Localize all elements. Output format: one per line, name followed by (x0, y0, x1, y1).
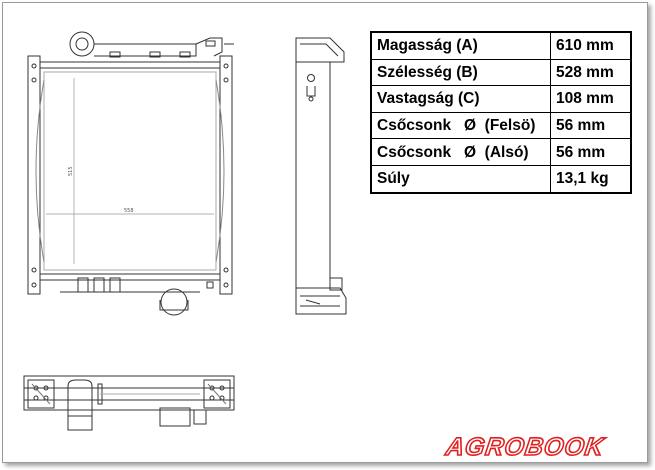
table-row: Magasság (A) 610 mm (370, 31, 632, 60)
top-inlet-pipe (69, 31, 95, 57)
side-view (295, 37, 347, 315)
specifications-table: Magasság (A) 610 mm Szélesség (B) 528 mm… (370, 31, 632, 194)
left-side-bracket (27, 55, 41, 295)
spec-value-lower-pipe: 56 mm (550, 138, 632, 166)
table-row: Csőcsonk Ø (Alsó) 56 mm (370, 138, 632, 166)
spec-value-width: 528 mm (550, 58, 632, 87)
spec-label-upper-pipe: Csőcsonk Ø (Felsö) (370, 111, 551, 140)
bottom-view (23, 375, 235, 431)
width-dimension-label: 558 (124, 208, 134, 214)
radiator-core (39, 67, 221, 275)
table-row: Súly 13,1 kg (370, 164, 632, 194)
front-view: 515 558 (27, 31, 234, 316)
spec-label-thickness: Vastagság (C) (370, 85, 551, 113)
spec-label-width: Szélesség (B) (370, 58, 551, 87)
right-side-bracket (219, 55, 233, 295)
agrobook-logo: AGROBOOK (443, 432, 607, 462)
spec-value-thickness: 108 mm (550, 85, 632, 113)
spec-label-weight: Súly (370, 164, 551, 194)
spec-value-weight: 13,1 kg (550, 164, 632, 194)
spec-value-upper-pipe: 56 mm (550, 111, 632, 140)
table-row: Vastagság (C) 108 mm (370, 85, 632, 113)
table-row: Szélesség (B) 528 mm (370, 58, 632, 87)
spec-label-height: Magasság (A) (370, 31, 551, 60)
height-dimension-label: 515 (68, 166, 74, 176)
bottom-outlet-pipe (160, 288, 188, 316)
bottom-view-outline (23, 375, 235, 411)
spec-value-height: 610 mm (550, 31, 632, 60)
bottom-view-pipe (67, 379, 93, 431)
table-row: Csőcsonk Ø (Felsö) 56 mm (370, 111, 632, 140)
spec-label-lower-pipe: Csőcsonk Ø (Alsó) (370, 138, 551, 166)
